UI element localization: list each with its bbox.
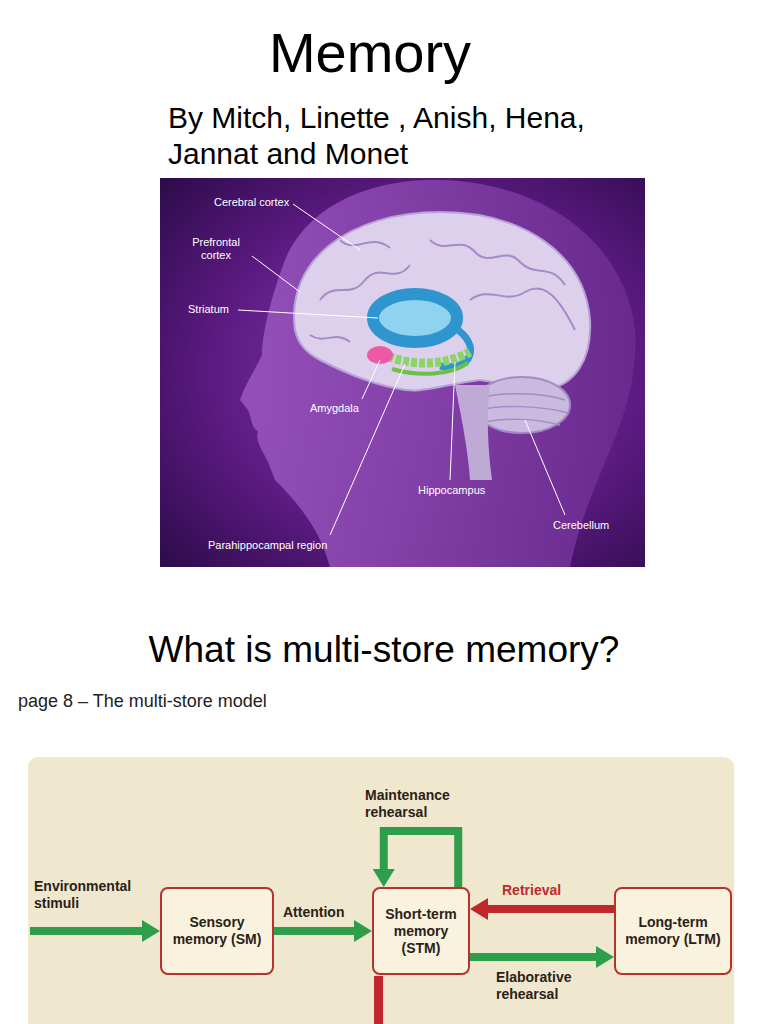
flow-arrow xyxy=(488,905,614,913)
leader-line xyxy=(362,360,380,399)
hippocampus-shape xyxy=(388,352,470,363)
stimuli-arrow xyxy=(30,927,142,935)
head-silhouette xyxy=(240,180,635,567)
part-label: Cerebellum xyxy=(553,519,609,532)
amygdala-shape xyxy=(367,346,393,364)
part-label: Prefrontal cortex xyxy=(182,236,250,262)
illustration-background xyxy=(160,178,645,567)
leader-line xyxy=(238,310,378,318)
flow-arrow xyxy=(274,927,354,935)
store-name: Short-term memory (STM) xyxy=(380,906,462,957)
memory-store-box: Long-term memory (LTM) xyxy=(614,887,732,975)
page-reference: page 8 – The multi-store model xyxy=(18,690,267,712)
brainstem-shape xyxy=(455,385,492,480)
flow-arrow xyxy=(384,831,458,887)
arrow-label: Elaborative rehearsal xyxy=(496,969,588,1003)
brain-gyrus xyxy=(430,240,565,285)
leader-line xyxy=(330,364,405,535)
cerebellum-folds xyxy=(480,394,568,425)
arrow-label: Attention xyxy=(283,904,363,921)
arrow-label: Retrieval xyxy=(502,882,582,899)
leader-line xyxy=(525,420,565,515)
store-name: Long-term memory (LTM) xyxy=(622,914,724,948)
brain-gyrus xyxy=(470,288,575,330)
memory-store-box: Sensory memory (SM) xyxy=(160,887,274,975)
leader-line xyxy=(252,256,300,292)
input-label: Environmental stimuli xyxy=(34,878,146,912)
striatum-shape xyxy=(373,294,457,342)
forgetting-line xyxy=(374,976,383,1024)
author-line: By Mitch, Linette , Anish, Hena, Jannat … xyxy=(168,100,608,172)
leader-line xyxy=(293,204,360,250)
part-label: Hippocampus xyxy=(418,484,485,497)
store-name: Sensory memory (SM) xyxy=(168,914,266,948)
part-label: Parahippocampal region xyxy=(208,539,327,552)
leader-line xyxy=(450,362,455,480)
section-heading: What is multi-store memory? xyxy=(0,628,768,672)
page-title: Memory xyxy=(0,20,740,86)
part-label: Amygdala xyxy=(310,402,359,415)
part-label: Cerebral cortex xyxy=(214,196,289,209)
brain-gyrus xyxy=(310,335,350,342)
brain-cerebrum xyxy=(294,212,590,390)
stimuli-arrowhead xyxy=(142,920,160,942)
part-label: Striatum xyxy=(188,303,229,316)
memory-store-box: Short-term memory (STM) xyxy=(372,887,470,975)
diagram-panel xyxy=(28,757,734,1024)
flow-arrow xyxy=(470,953,596,961)
arrow-label: Maintenance rehearsal xyxy=(365,787,477,821)
